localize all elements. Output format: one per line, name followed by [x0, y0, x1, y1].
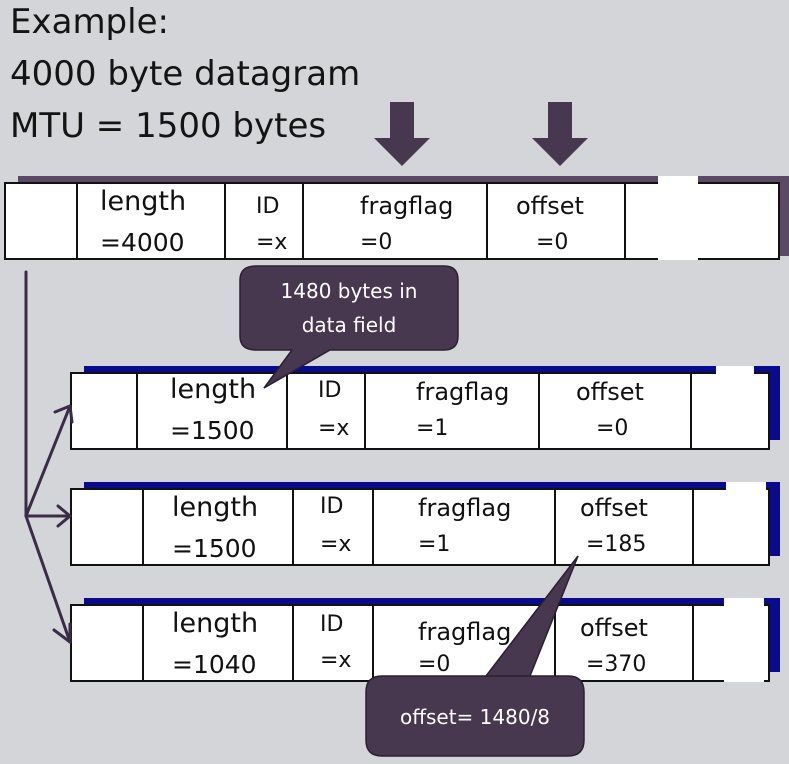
data-field-callout-line1: 1480 bytes in	[280, 279, 418, 303]
arrowhead-icon	[53, 404, 74, 424]
fragment-field-id: ID =x	[286, 374, 364, 448]
offset-value: =0	[536, 230, 569, 255]
fragment-field-offset: offset =0	[538, 374, 690, 448]
length-value: =1040	[172, 650, 257, 679]
fragment-field-fragflag: fragflag =1	[372, 490, 554, 564]
fragment-field-fragflag: fragflag =0	[372, 606, 554, 680]
data-field-callout-shape	[239, 265, 459, 389]
length-label: length	[172, 492, 259, 523]
offset-note-text: offset= 1480/8	[399, 705, 551, 729]
fragment-row-3: length =1040 ID =x fragflag =0 offset =3…	[70, 604, 770, 682]
fragflag-label: fragflag	[418, 618, 512, 646]
id-value: =x	[318, 416, 350, 441]
datagram-field-fragflag: fragflag =0	[302, 184, 486, 258]
offset-note-callout-shape	[365, 555, 585, 757]
datagram-size-line: 4000 byte datagram	[10, 54, 361, 94]
fragment-field-length: length =1500	[136, 374, 286, 448]
fragflag-value: =0	[360, 230, 393, 255]
fragment-field-offset: offset =370	[554, 606, 692, 680]
offset-label: offset	[580, 494, 648, 522]
fragment-field-id: ID =x	[292, 606, 372, 680]
fragment-field-fragflag: fragflag =1	[364, 374, 538, 448]
fragment-field-length: length =1500	[142, 490, 292, 564]
example-heading: Example:	[10, 2, 169, 42]
length-label: length	[172, 608, 259, 639]
down-arrow-icon	[532, 102, 588, 166]
length-label: length	[170, 374, 257, 405]
offset-value: =0	[596, 416, 629, 441]
fragflag-label: fragflag	[416, 378, 510, 406]
offset-value: =370	[586, 652, 647, 677]
branch-line-1	[24, 404, 72, 518]
fragment-field-length: length =1040	[142, 606, 292, 680]
fragment-row-1: length =1500 ID =x fragflag =1 offset =0	[70, 372, 770, 450]
arrowhead-icon	[56, 504, 72, 528]
datagram-header: length =4000 ID =x fragflag =0 offset =0	[4, 182, 780, 260]
fragment-white-notch	[716, 366, 754, 448]
datagram-white-notch	[658, 176, 698, 260]
fragment-row-2: length =1500 ID =x fragflag =1 offset =1…	[70, 488, 770, 566]
fragment-field-data	[692, 606, 768, 680]
arrowhead-icon	[52, 622, 72, 644]
offset-label: offset	[580, 614, 648, 642]
offset-note-callout: offset= 1480/8	[366, 700, 584, 734]
fragflag-label: fragflag	[360, 192, 454, 220]
down-arrow-icon	[374, 102, 430, 166]
id-label: ID	[320, 494, 344, 519]
fragment-field-offset: offset =185	[554, 490, 692, 564]
length-value: =1500	[170, 416, 255, 445]
mtu-line: MTU = 1500 bytes	[10, 106, 327, 146]
id-label: ID	[256, 194, 280, 219]
datagram-field-length: length =4000	[76, 184, 224, 258]
offset-value: =185	[586, 532, 647, 557]
id-value: =x	[256, 230, 288, 255]
id-label: ID	[320, 612, 344, 637]
branch-line-3	[24, 514, 72, 644]
id-value: =x	[320, 532, 352, 557]
fragment-field-data	[690, 374, 768, 448]
datagram-field-data	[624, 184, 778, 258]
fragflag-value: =1	[416, 416, 449, 441]
length-value: =1500	[172, 534, 257, 563]
data-field-callout: 1480 bytes in data field	[240, 274, 458, 342]
id-value: =x	[320, 648, 352, 673]
fragflag-value: =0	[418, 652, 451, 677]
fragment-white-notch	[726, 482, 766, 564]
id-label: ID	[318, 378, 342, 403]
fragment-field-id: ID =x	[292, 490, 372, 564]
datagram-field-id: ID =x	[224, 184, 302, 258]
offset-label: offset	[576, 378, 644, 406]
offset-label: offset	[516, 192, 584, 220]
fragflag-value: =1	[418, 532, 451, 557]
fragflag-label: fragflag	[418, 494, 512, 522]
fragment-white-notch	[724, 598, 764, 682]
data-field-callout-line2: data field	[301, 313, 397, 337]
fragment-field-data	[692, 490, 768, 564]
length-label: length	[100, 186, 187, 217]
datagram-field-offset: offset =0	[486, 184, 624, 258]
length-value: =4000	[100, 228, 185, 257]
